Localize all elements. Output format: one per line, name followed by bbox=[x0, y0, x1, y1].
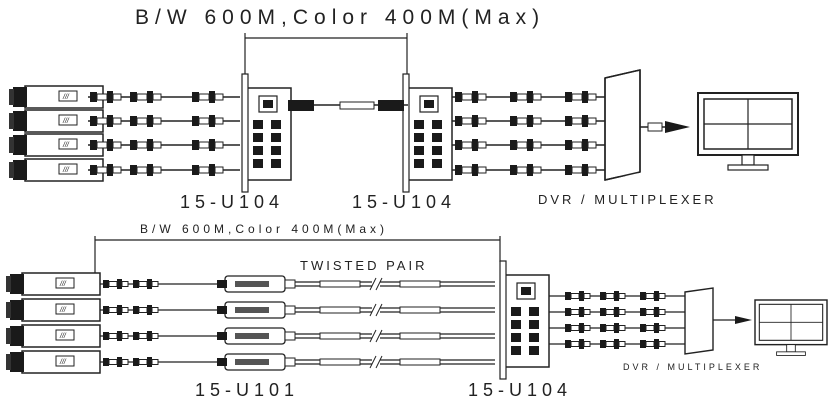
top-cameras bbox=[8, 85, 104, 182]
bottom-cable-label: TWISTED PAIR bbox=[300, 258, 428, 273]
bottom-transmitters bbox=[216, 275, 296, 371]
bottom-cameras bbox=[5, 272, 101, 374]
top-camera-cables bbox=[88, 96, 240, 171]
bottom-cable-breaks bbox=[369, 277, 383, 369]
bottom-monitor bbox=[754, 299, 828, 357]
top-dvr-arrow bbox=[640, 121, 690, 133]
bottom-camera-cables bbox=[100, 283, 220, 363]
bottom-distance-line bbox=[94, 236, 501, 276]
bottom-output-connectors bbox=[564, 290, 666, 350]
top-right-hub bbox=[402, 73, 453, 193]
top-distance-line bbox=[244, 33, 408, 78]
bottom-distance-label: B/W 600M,Color 400M(Max) bbox=[140, 222, 389, 236]
top-right-unit-label: 15-U104 bbox=[352, 192, 457, 212]
bottom-dvr-arrow bbox=[713, 316, 752, 324]
bottom-receiver-label: 15-U104 bbox=[468, 380, 573, 400]
top-distance-label: B/W 600M,Color 400M(Max) bbox=[135, 6, 546, 29]
bottom-dvr-box bbox=[684, 287, 714, 355]
bottom-twisted-pair-cables bbox=[295, 281, 495, 365]
bottom-output-cables bbox=[549, 295, 685, 345]
bottom-camera-connectors bbox=[102, 278, 159, 368]
bottom-transmitter-label: 15-U101 bbox=[195, 380, 300, 400]
top-left-hub bbox=[241, 73, 292, 193]
top-camera-connectors bbox=[89, 90, 224, 177]
bottom-receiver-hub bbox=[499, 260, 550, 380]
bottom-output-label: DVR / MULTIPLEXER bbox=[623, 362, 763, 372]
top-left-unit-label: 15-U104 bbox=[180, 192, 285, 212]
top-dvr-box bbox=[604, 69, 641, 181]
bottom-cable-sheaths bbox=[319, 280, 441, 366]
top-output-connectors bbox=[454, 90, 597, 177]
top-output-label: DVR / MULTIPLEXER bbox=[538, 192, 717, 207]
top-monitor bbox=[697, 92, 799, 171]
top-rj45-link bbox=[288, 100, 408, 111]
top-output-cables bbox=[452, 96, 605, 171]
